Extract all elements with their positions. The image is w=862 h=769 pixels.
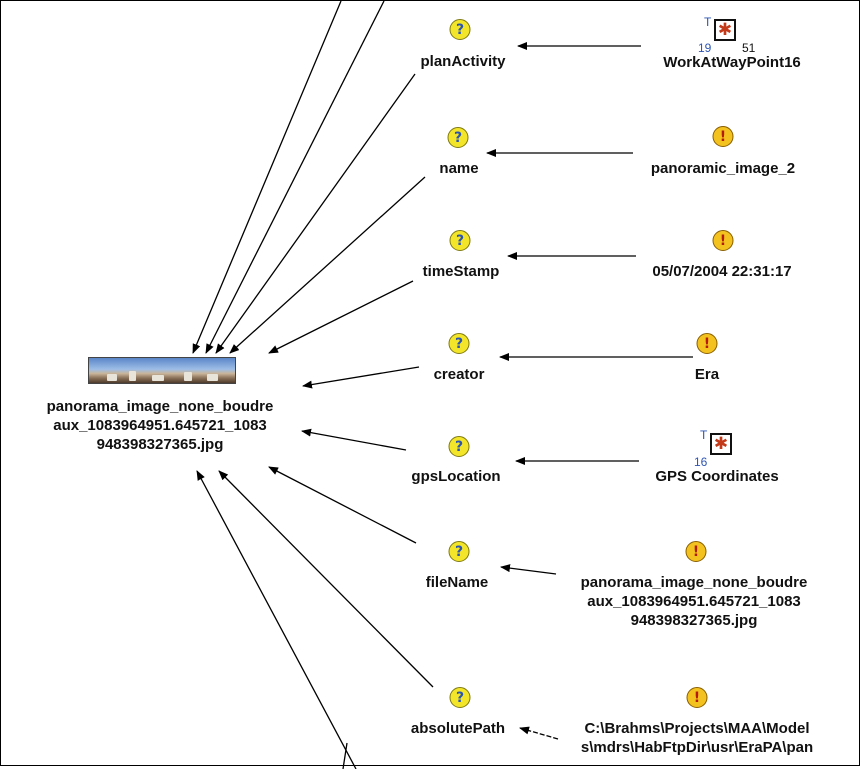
question-icon: ? — [449, 19, 471, 40]
badge-type-marker: T — [700, 428, 708, 442]
badge-number-left: 19 — [698, 41, 712, 55]
object-icon[interactable]: ✱ — [714, 19, 736, 41]
edge-timeStamp-main — [268, 280, 414, 354]
value-planActivity[interactable]: WorkAtWayPoint16 — [663, 54, 801, 71]
value-line: panorama_image_none_boudre — [580, 574, 808, 591]
question-icon: ? — [449, 687, 471, 708]
edge-name-main — [229, 176, 426, 354]
edge-bottom — [196, 470, 357, 769]
edge-top-2 — [205, 1, 385, 354]
exclamation-icon: ! — [712, 230, 734, 251]
main-node-line: aux_1083964951.645721_1083 — [53, 417, 267, 434]
panorama-thumbnail[interactable] — [88, 357, 236, 384]
exclamation-icon: ! — [686, 687, 708, 708]
exclamation-icon: ! — [696, 333, 718, 354]
attribute-gpsLocation[interactable]: gpsLocation — [411, 468, 501, 485]
edge-top-1 — [192, 1, 342, 354]
edge-gpsLocation-main — [301, 428, 407, 451]
value-line: s\mdrs\HabFtpDir\usr\EraPA\pan — [580, 739, 814, 756]
exclamation-icon: ! — [685, 541, 707, 562]
question-icon: ? — [449, 230, 471, 251]
exclamation-icon: ! — [712, 126, 734, 147]
attribute-absolutePath[interactable]: absolutePath — [410, 720, 506, 737]
question-icon: ? — [447, 127, 469, 148]
main-node-line: panorama_image_none_boudre — [46, 398, 274, 415]
edge-creator-main — [302, 366, 420, 389]
badge-type-marker: T — [704, 15, 712, 29]
edge-absolutePath-main — [218, 470, 434, 688]
edge-bottom-stub — [342, 742, 348, 769]
question-icon: ? — [448, 436, 470, 457]
edge-fileName-value — [500, 564, 557, 575]
value-fileName[interactable]: panorama_image_none_boudre aux_108396495… — [581, 573, 808, 630]
value-absolutePath[interactable]: C:\Brahms\Projects\MAA\Model s\mdrs\HabF… — [581, 719, 813, 757]
attribute-creator[interactable]: creator — [433, 366, 485, 383]
value-line: aux_1083964951.645721_1083 — [587, 593, 801, 610]
badge-number-left: 16 — [694, 455, 708, 469]
question-icon: ? — [448, 333, 470, 354]
object-icon[interactable]: ✱ — [710, 433, 732, 455]
value-line: 948398327365.jpg — [630, 612, 758, 629]
main-node-label[interactable]: panorama_image_none_boudre aux_108396495… — [47, 397, 274, 454]
edge-fileName-main — [268, 466, 417, 544]
attribute-planActivity[interactable]: planActivity — [420, 53, 506, 70]
main-node-line: 948398327365.jpg — [96, 436, 224, 453]
badge-number-right: 51 — [742, 41, 756, 55]
value-line: C:\Brahms\Projects\MAA\Model — [584, 720, 810, 737]
attribute-name[interactable]: name — [439, 160, 479, 177]
attribute-timeStamp[interactable]: timeStamp — [422, 263, 500, 280]
value-timeStamp[interactable]: 05/07/2004 22:31:17 — [652, 263, 792, 280]
value-name[interactable]: panoramic_image_2 — [650, 160, 796, 177]
question-icon: ? — [448, 541, 470, 562]
edge-planActivity-main — [215, 73, 416, 354]
value-creator[interactable]: Era — [694, 366, 720, 383]
edge-absolutePath-value — [519, 726, 559, 740]
attribute-fileName[interactable]: fileName — [425, 574, 489, 591]
value-gpsLocation[interactable]: GPS Coordinates — [655, 468, 779, 485]
